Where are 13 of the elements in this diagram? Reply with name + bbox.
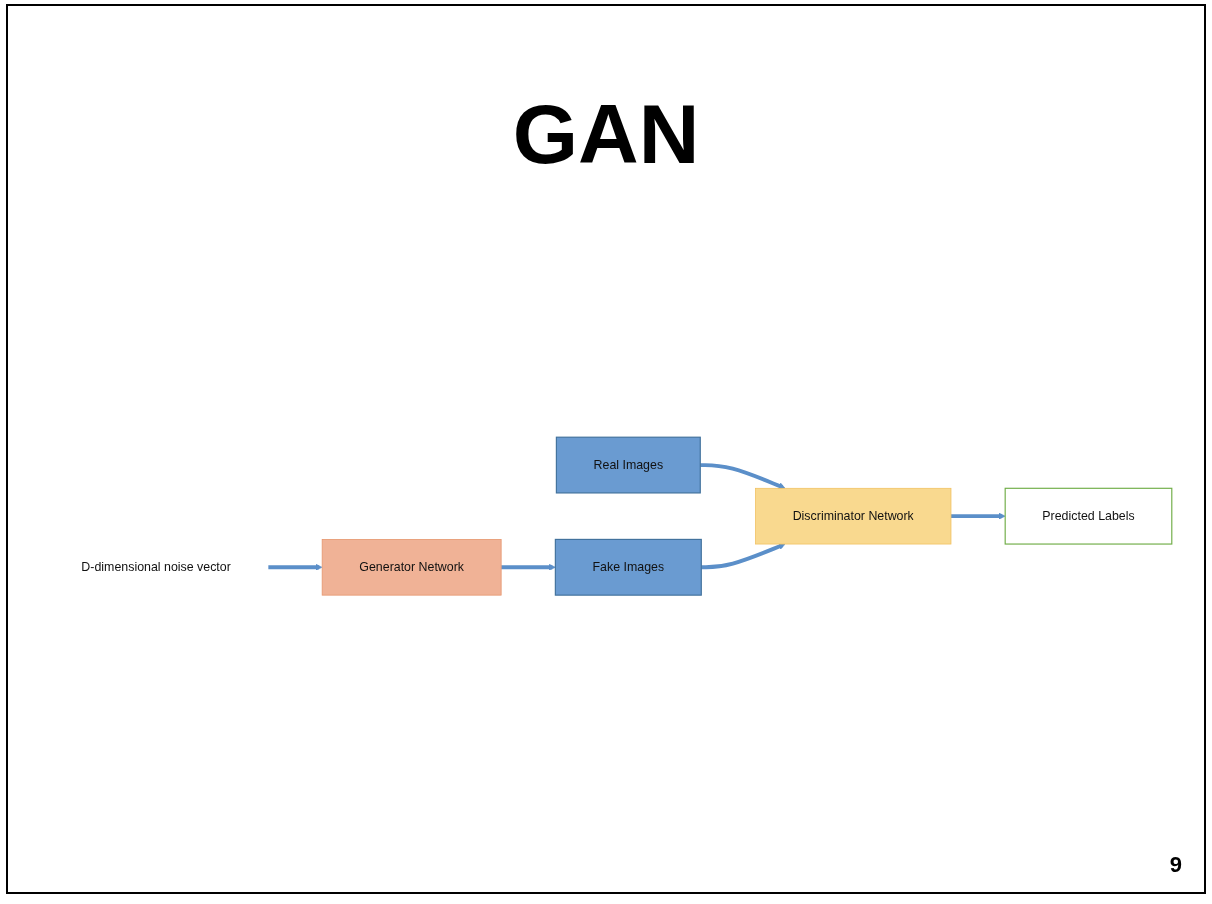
node-box: Discriminator Network <box>755 487 952 545</box>
node-box: Generator Network <box>321 538 502 596</box>
arrow <box>501 563 556 571</box>
page-number: 9 <box>1169 852 1182 877</box>
node-text: D-dimensional noise vector <box>81 560 231 574</box>
arrow <box>267 563 323 571</box>
node-box: Predicted Labels <box>1004 487 1173 545</box>
slide-title: GAN <box>512 86 700 183</box>
node-box: Real Images <box>555 436 701 494</box>
arrow <box>951 512 1006 520</box>
arrow <box>701 543 786 570</box>
arrow <box>700 462 786 489</box>
node-box: Fake Images <box>554 538 702 596</box>
